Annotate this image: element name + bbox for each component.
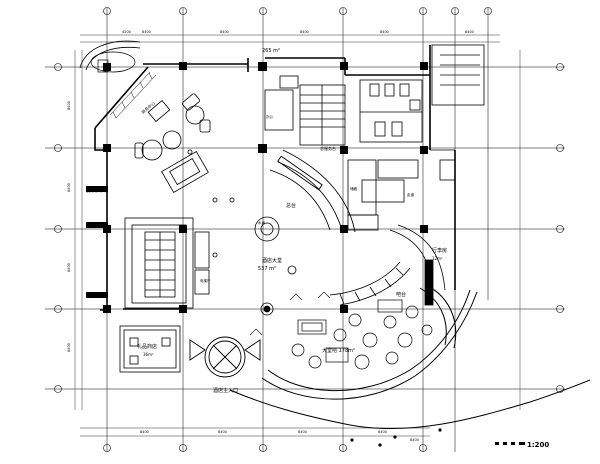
label-bar: 吧台 [396,291,406,298]
reception-desk [269,149,356,233]
landscape-dots [350,428,442,447]
axis-grid [45,8,565,452]
svg-text:8400: 8400 [67,101,71,110]
label-front-desk: 总台 [286,202,296,209]
label-fountain: 水景 [258,220,266,225]
svg-text:8400: 8400 [298,430,307,434]
label-corridor: 走道 [407,192,415,197]
gift-shop [119,325,181,373]
label-storage: 储藏 [350,186,358,191]
curved-facade [229,289,591,430]
entrance-markers [249,291,331,336]
label-lobby-area: 537 m² [258,266,276,272]
label-main-entrance: 酒店主入口 [213,387,238,394]
svg-text:8400: 8400 [67,263,71,272]
lounge-seating [134,93,211,193]
svg-text:8400: 8400 [410,438,419,442]
central-stair [264,75,346,146]
scale-bar: 1:200 [495,441,549,449]
svg-text:8400: 8400 [300,30,309,34]
svg-text:1:200: 1:200 [527,441,549,449]
round-columns [212,197,297,316]
label-shop: 礼品商店 [137,343,157,350]
revolving-door [189,336,261,378]
grand-staircase [329,261,411,306]
axis-bubbles-right [556,63,564,393]
luggage-room [389,224,446,306]
label-lobby-bar: 大堂吧 178m² [322,347,355,354]
axis-bubbles-top [103,7,492,15]
svg-text:8400: 8400 [140,430,149,434]
label-shop-area: 36m² [143,352,154,357]
svg-text:8400: 8400 [218,430,227,434]
dim-text-bottom: 8400 8400 8400 8400 8400 [140,430,419,442]
label-elevator-hall: 电梯厅 [200,278,211,283]
label-side-entrance: 宴会入口 [86,187,106,194]
label-luggage-area: 12m² [432,256,443,261]
dim-text-top: 4200 8400 8400 8400 8400 8400 [122,30,474,34]
svg-text:8400: 8400 [67,183,71,192]
svg-text:4200: 4200 [122,30,131,34]
svg-text:8400: 8400 [142,30,151,34]
structural-columns [103,62,428,313]
svg-text:8400: 8400 [465,30,474,34]
label-area-top: 265 m² [262,48,280,54]
label-luggage: 行李房 [432,247,447,254]
lobby-bar-seating [291,285,457,370]
stair-core-left [124,217,210,309]
label-lobby-main: 酒店大堂 [262,257,282,264]
svg-text:8400: 8400 [378,430,387,434]
axis-bubbles-left [54,63,62,393]
svg-text:8400: 8400 [67,343,71,352]
dim-text-left: 8400 8400 8400 8400 [67,101,71,352]
axis-bubbles-bottom [103,444,427,452]
svg-text:8400: 8400 [380,30,389,34]
dimension-lines [74,34,521,437]
label-office: 办公 [266,114,274,119]
label-lobby-lounge: 总服务台 [320,145,336,151]
side-entrance-walls [86,186,108,298]
room-labels: 265 m² 酒店大堂 537 m² 大堂吧 178m² 商务中心 总台 总服务… [86,48,447,394]
toilet-block [359,44,485,143]
svg-text:8400: 8400 [220,30,229,34]
hatched-band [109,71,157,119]
business-center-room [79,40,141,73]
back-office-rooms [347,149,456,231]
